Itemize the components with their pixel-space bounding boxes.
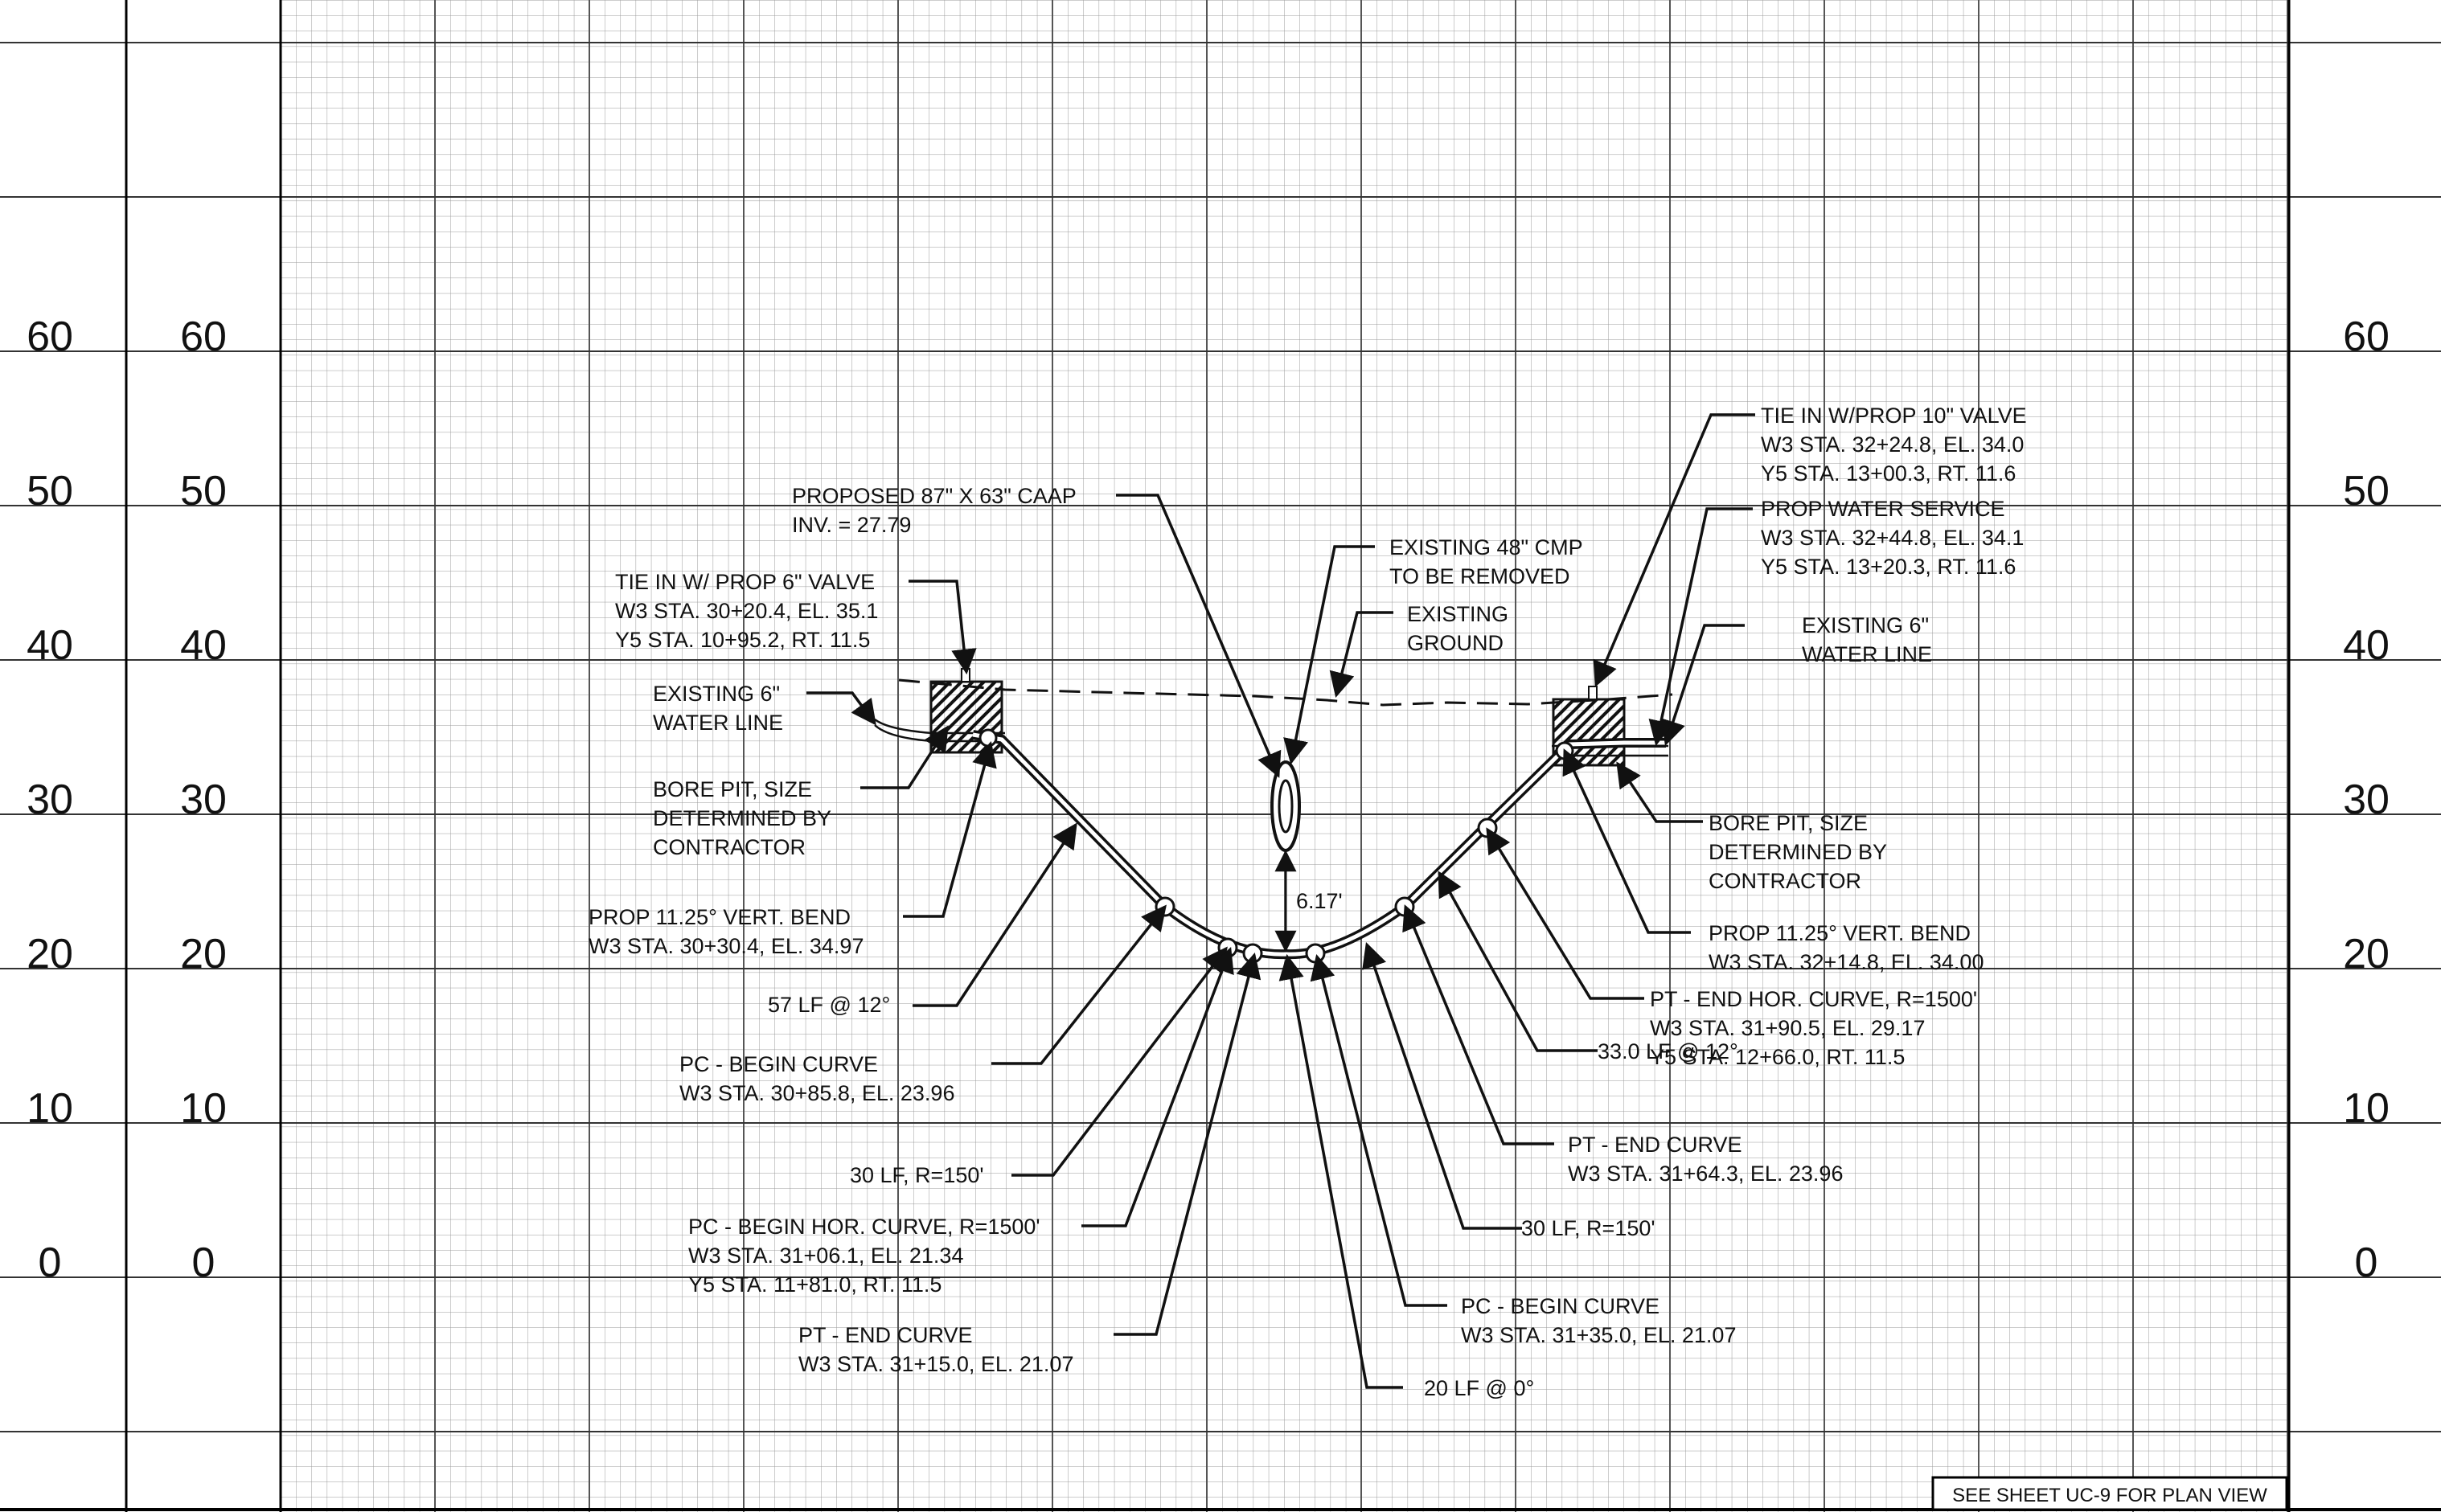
elevation-label: 50 <box>2343 468 2390 514</box>
elevation-label: 50 <box>180 468 227 514</box>
valve-right <box>1588 686 1598 700</box>
callout-57lf: 57 LF @ 12° <box>768 993 890 1017</box>
callout-30lf-right: 30 LF, R=150' <box>1521 1216 1655 1240</box>
elevation-label: 30 <box>180 776 227 823</box>
major-grid <box>280 0 2288 1512</box>
elevation-label: 30 <box>27 776 73 823</box>
existing-cmp-culvert <box>1278 779 1294 834</box>
elevation-label: 40 <box>2343 622 2390 669</box>
elevation-labels-right: 60 50 40 30 20 10 0 <box>2343 313 2390 1286</box>
callout-30lf-left: 30 LF, R=150' <box>850 1163 984 1187</box>
elevation-label: 10 <box>180 1085 227 1132</box>
elevation-label: 60 <box>180 313 227 360</box>
elevation-label: 10 <box>27 1085 73 1132</box>
elevation-label: 40 <box>27 622 73 669</box>
elevation-label: 20 <box>2343 931 2390 977</box>
leader-lines <box>806 413 1755 1389</box>
callout-20lf: 20 LF @ 0° <box>1424 1376 1534 1400</box>
minor-grid <box>281 0 2289 1512</box>
callout-pc-hor: PC - BEGIN HOR. CURVE, R=1500'W3 STA. 31… <box>688 1215 1040 1297</box>
elevation-labels-left-outer: 60 50 40 30 20 10 0 <box>27 313 73 1286</box>
clearance-label: 6.17' <box>1296 889 1343 913</box>
elevation-label: 60 <box>27 313 73 360</box>
callout-water-left: EXISTING 6"WATER LINE <box>653 682 783 735</box>
elevation-label: 30 <box>2343 776 2390 823</box>
elevation-label: 60 <box>2343 313 2390 360</box>
elevation-label: 0 <box>192 1240 215 1286</box>
elevation-label: 10 <box>2343 1085 2390 1132</box>
elevation-row-lines <box>0 42 2441 1432</box>
callout-33lf: 33.0 LF @ 12° <box>1598 1039 1738 1063</box>
sheet-reference-label: SEE SHEET UC-9 FOR PLAN VIEW <box>1952 1485 2267 1506</box>
callout-pt-hor: PT - END HOR. CURVE, R=1500'W3 STA. 31+9… <box>1650 987 1977 1069</box>
sheet-reference-box <box>1931 1476 2288 1511</box>
elevation-label: 20 <box>27 931 73 977</box>
elevation-label: 50 <box>27 468 73 514</box>
callout-water-right: EXISTING 6"WATER LINE <box>1802 613 1932 666</box>
elevation-label: 0 <box>39 1240 62 1286</box>
elevation-label: 40 <box>180 622 227 669</box>
elevation-label: 20 <box>180 931 227 977</box>
existing-ground-line <box>898 678 1673 707</box>
elevation-label: 0 <box>2355 1240 2378 1286</box>
elevation-labels-left-inner: 60 50 40 30 20 10 0 <box>180 313 227 1286</box>
